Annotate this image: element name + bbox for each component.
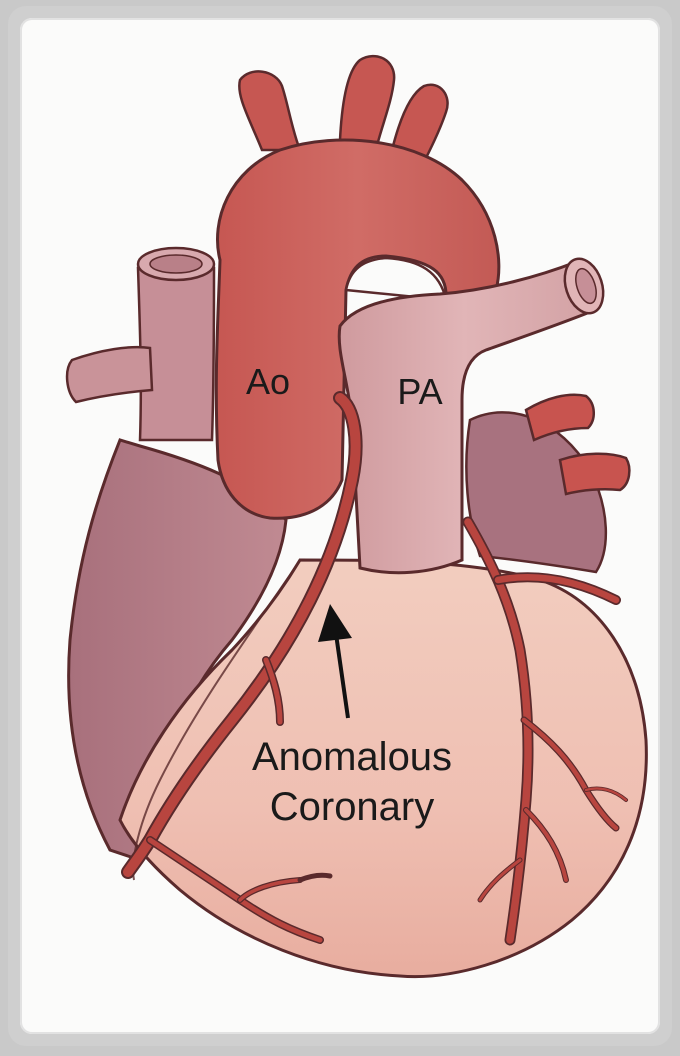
aorta-label: Ao <box>246 361 290 402</box>
right-pulmonary-veins <box>67 347 152 402</box>
callout-label-line1: Anomalous <box>252 735 452 779</box>
superior-vena-cava <box>138 248 214 440</box>
callout-label-line2: Coronary <box>270 785 435 829</box>
pulmonary-artery-label: PA <box>397 371 442 412</box>
